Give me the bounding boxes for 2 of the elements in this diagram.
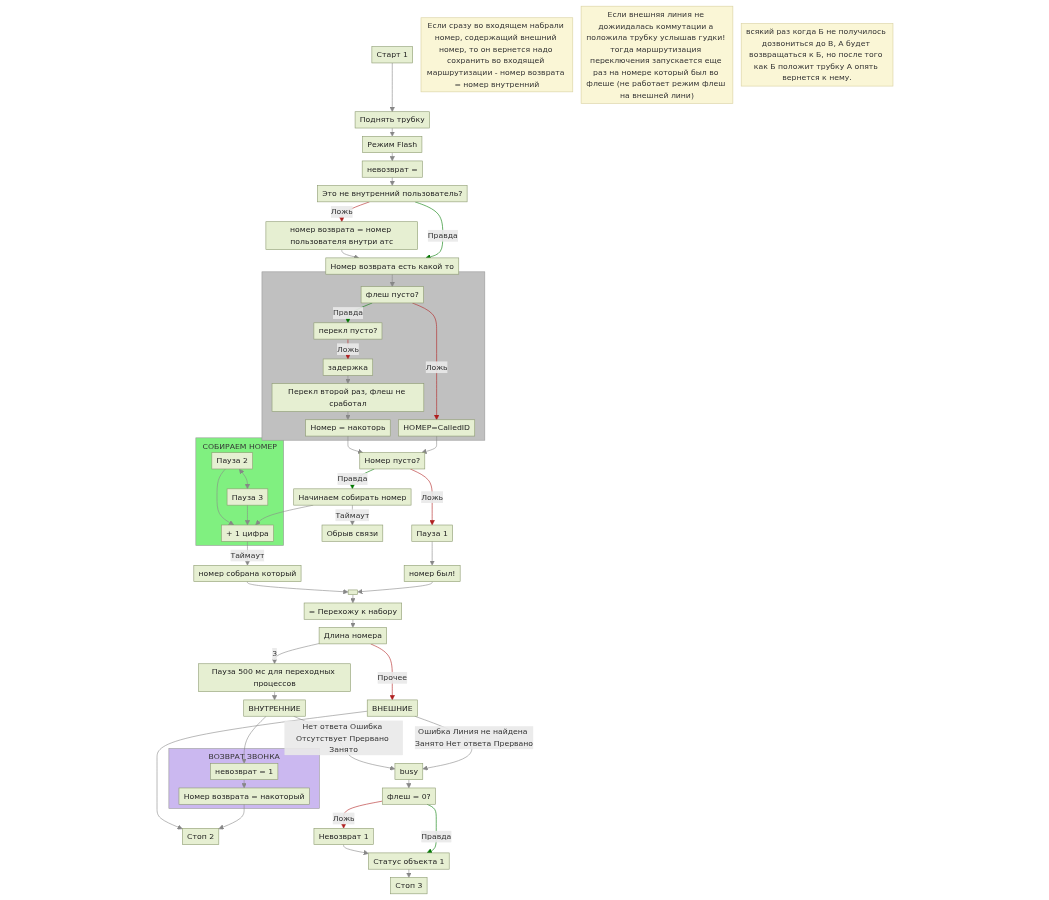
arrow: [238, 468, 250, 490]
node-box: [347, 589, 358, 595]
